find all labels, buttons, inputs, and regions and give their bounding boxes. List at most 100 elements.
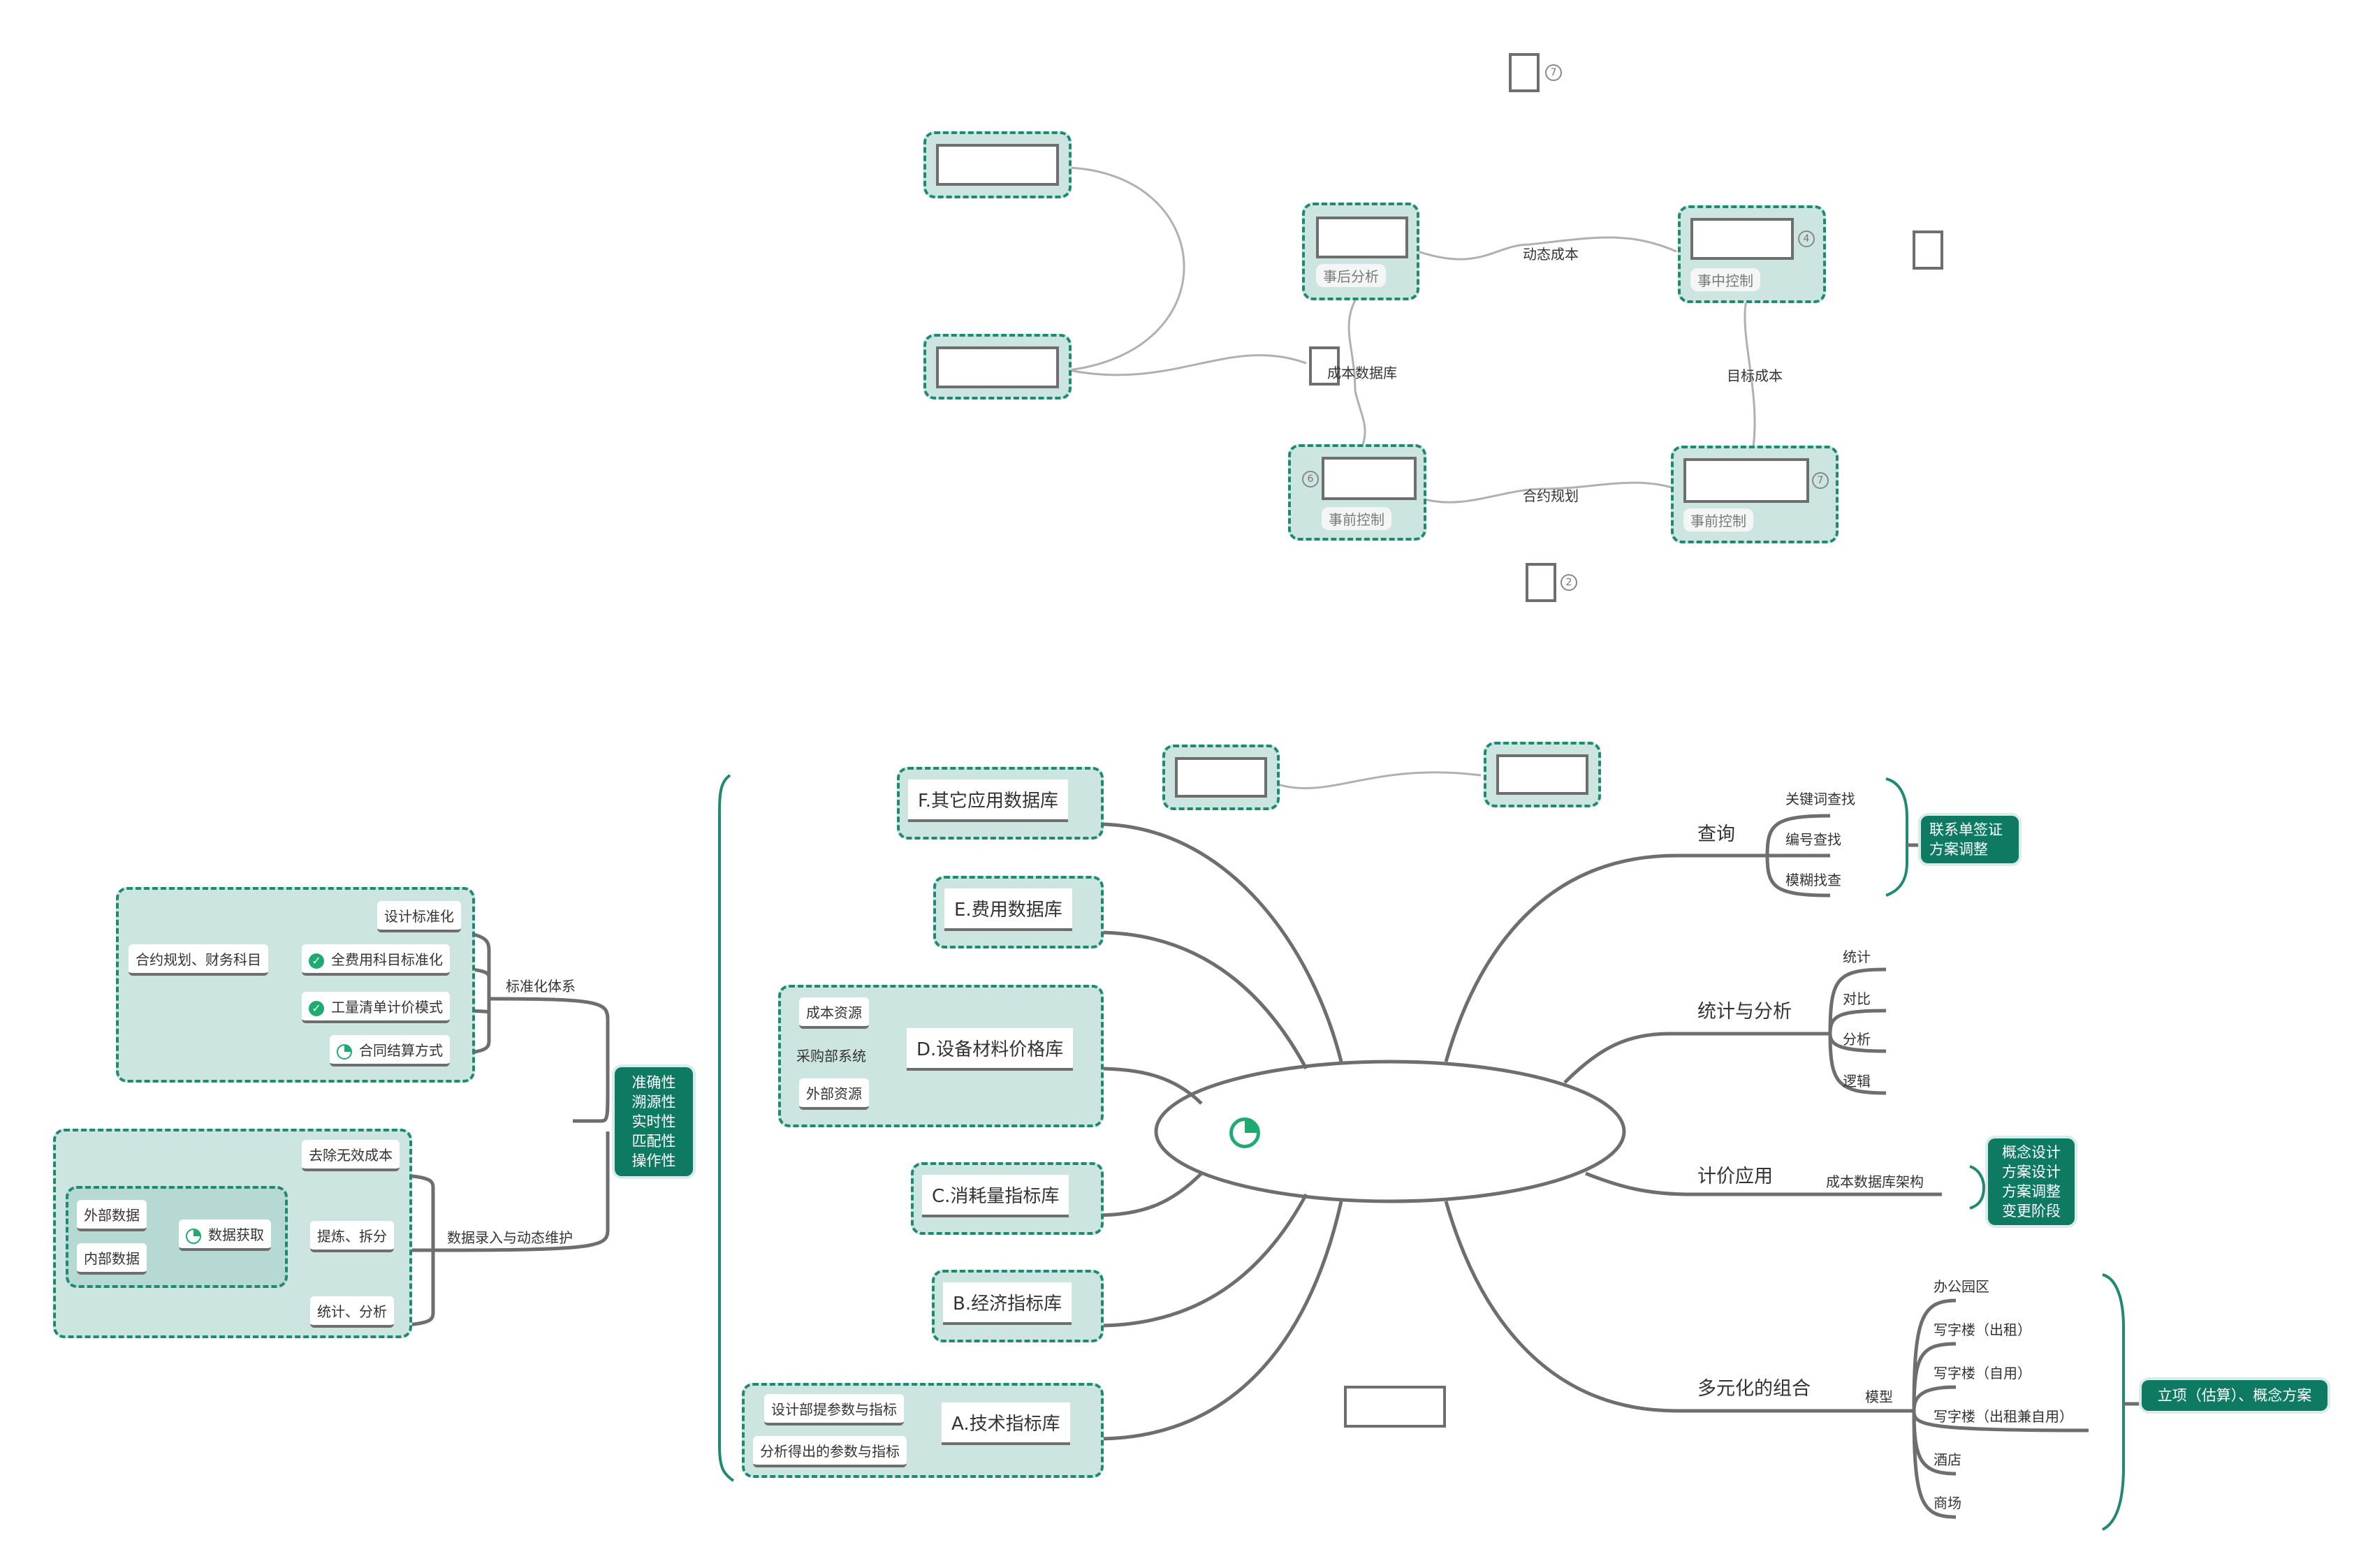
empty-node[interactable] xyxy=(1526,563,1556,602)
empty-node[interactable] xyxy=(1690,218,1794,260)
model-item[interactable]: 写字楼（自用） xyxy=(1934,1365,2031,1382)
std-bill[interactable]: ✓工量清单计价模式 xyxy=(302,992,450,1023)
node-post-analysis[interactable]: 事后分析 xyxy=(1302,203,1419,300)
model-item[interactable]: 写字楼（出租兼自用） xyxy=(1934,1408,2073,1425)
model-item[interactable]: 酒店 xyxy=(1934,1451,1961,1468)
in-control-label: 事中控制 xyxy=(1690,268,1760,291)
category-a[interactable]: A.技术指标库 xyxy=(942,1402,1070,1445)
combo-result-text: 立项（估算）、概念方案 xyxy=(2157,1387,2312,1404)
empty-node[interactable] xyxy=(1309,346,1340,386)
std-system-group: 设计标准化 合约规划、财务科目 ✓ 全费用科目标准化 ✓工量清单计价模式 合同结算… xyxy=(116,887,475,1083)
empty-node[interactable] xyxy=(1175,757,1267,798)
empty-node[interactable] xyxy=(1316,217,1408,258)
empty-node[interactable] xyxy=(936,346,1059,388)
node-pre-control-left[interactable]: 6 事前控制 xyxy=(1288,444,1426,541)
progress-icon xyxy=(186,1228,201,1244)
entry-stats[interactable]: 统计、分析 xyxy=(310,1296,394,1328)
qualities-node[interactable]: 准确性 溯源性 实时性 匹配性 操作性 xyxy=(615,1067,693,1176)
pricing-item[interactable]: 成本数据库架构 xyxy=(1826,1173,1924,1190)
stats-item[interactable]: 对比 xyxy=(1843,990,1871,1007)
combo-result-node[interactable]: 立项（估算）、概念方案 xyxy=(2142,1380,2327,1411)
a-item[interactable]: 分析得出的参数与指标 xyxy=(753,1436,907,1467)
pricing-node[interactable]: 计价应用 xyxy=(1697,1166,1773,1187)
combo-node[interactable]: 多元化的组合 xyxy=(1697,1378,1811,1400)
std-settlement-text: 合同结算方式 xyxy=(359,1042,443,1059)
category-a-group: 设计部提参数与指标 分析得出的参数与指标 A.技术指标库 xyxy=(742,1383,1104,1478)
empty-node[interactable] xyxy=(1496,754,1588,795)
quality-item: 准确性 xyxy=(631,1074,676,1091)
query-result-node[interactable]: 联系单签证 方案调整 xyxy=(1921,816,2019,863)
model-node[interactable]: 模型 xyxy=(1865,1389,1893,1405)
cost-database-center: 成本数据库 xyxy=(1327,365,1397,381)
entry-external[interactable]: 外部数据 xyxy=(77,1200,147,1231)
empty-node[interactable] xyxy=(1322,457,1417,500)
pricing-result-item: 方案设计 xyxy=(2002,1164,2061,1180)
empty-node[interactable] xyxy=(1913,230,1943,270)
quality-item: 溯源性 xyxy=(631,1094,676,1111)
entry-acquire-text: 数据获取 xyxy=(208,1226,264,1243)
group-mid-left xyxy=(923,334,1072,400)
pre-control-right-label: 事前控制 xyxy=(1683,508,1753,532)
pricing-result-item: 变更阶段 xyxy=(2002,1203,2061,1219)
query-item[interactable]: 编号查找 xyxy=(1785,831,1841,848)
std-system-label[interactable]: 标准化体系 xyxy=(506,978,576,995)
entry-acquire[interactable]: 数据获取 xyxy=(179,1219,271,1251)
model-item[interactable]: 办公园区 xyxy=(1934,1278,1989,1295)
marker-badge: 2 xyxy=(1561,574,1577,591)
data-entry-label[interactable]: 数据录入与动态维护 xyxy=(447,1229,573,1246)
category-b-group: B.经济指标库 xyxy=(932,1270,1104,1342)
data-entry-group: 去除无效成本 外部数据 内部数据 数据获取 提炼、拆分 统计、分析 xyxy=(53,1129,412,1338)
pricing-result-node[interactable]: 概念设计 方案设计 方案调整 变更阶段 xyxy=(1988,1138,2075,1225)
empty-node[interactable] xyxy=(1344,1386,1446,1428)
category-f[interactable]: F.其它应用数据库 xyxy=(908,779,1069,822)
query-item[interactable]: 模糊找查 xyxy=(1785,872,1841,888)
quality-item: 实时性 xyxy=(631,1113,676,1130)
d-item[interactable]: 外部资源 xyxy=(799,1078,869,1110)
category-c[interactable]: C.消耗量指标库 xyxy=(922,1175,1069,1217)
empty-node[interactable] xyxy=(1683,458,1809,503)
empty-node[interactable] xyxy=(936,144,1059,186)
query-result-item: 方案调整 xyxy=(1929,841,1988,858)
edge-dynamic-cost: 动态成本 xyxy=(1523,246,1579,263)
a-item[interactable]: 设计部提参数与指标 xyxy=(764,1394,904,1426)
std-contract[interactable]: 合约规划、财务科目 xyxy=(129,944,268,976)
entry-refine[interactable]: 提炼、拆分 xyxy=(310,1221,394,1252)
data-acquire-group: 外部数据 内部数据 数据获取 xyxy=(66,1186,288,1288)
node-in-control[interactable]: 4 事中控制 xyxy=(1678,205,1826,303)
edge-contract-plan: 合约规划 xyxy=(1523,488,1579,504)
category-b[interactable]: B.经济指标库 xyxy=(943,1282,1072,1325)
std-settlement[interactable]: 合同结算方式 xyxy=(330,1035,450,1067)
query-node[interactable]: 查询 xyxy=(1697,823,1735,845)
marker-badge: 6 xyxy=(1302,471,1319,488)
entry-internal[interactable]: 内部数据 xyxy=(77,1243,147,1275)
pre-control-left-label: 事前控制 xyxy=(1322,507,1391,530)
std-full-cost-text: 全费用科目标准化 xyxy=(331,951,443,968)
stats-item[interactable]: 逻辑 xyxy=(1843,1073,1871,1090)
d-item[interactable]: 采购部系统 xyxy=(796,1048,866,1064)
marker-badge: 7 xyxy=(1545,64,1562,81)
stats-item[interactable]: 分析 xyxy=(1843,1031,1871,1048)
progress-icon xyxy=(1229,1118,1260,1148)
entry-remove[interactable]: 去除无效成本 xyxy=(302,1140,400,1171)
edge-target-cost: 目标成本 xyxy=(1727,367,1783,384)
group-empty-b xyxy=(1484,742,1601,807)
empty-node[interactable] xyxy=(1509,53,1540,92)
model-item[interactable]: 写字楼（出租） xyxy=(1934,1321,2031,1338)
marker-badge: 4 xyxy=(1798,230,1815,247)
category-f-group: F.其它应用数据库 xyxy=(897,767,1104,840)
pricing-result-item: 方案调整 xyxy=(2002,1183,2061,1200)
model-item[interactable]: 商场 xyxy=(1934,1495,1961,1511)
group-top-left xyxy=(923,131,1072,198)
query-result-item: 联系单签证 xyxy=(1929,821,2003,838)
d-item[interactable]: 成本资源 xyxy=(799,997,869,1029)
node-pre-control-right[interactable]: 7 事前控制 xyxy=(1671,446,1839,543)
category-e[interactable]: E.费用数据库 xyxy=(944,888,1072,931)
query-item[interactable]: 关键词查找 xyxy=(1785,791,1855,807)
stats-node[interactable]: 统计与分析 xyxy=(1697,1001,1792,1023)
category-d[interactable]: D.设备材料价格库 xyxy=(907,1028,1074,1071)
std-design[interactable]: 设计标准化 xyxy=(377,901,461,932)
std-full-cost[interactable]: ✓ 全费用科目标准化 xyxy=(302,944,450,976)
stats-item[interactable]: 统计 xyxy=(1843,948,1871,965)
check-icon: ✓ xyxy=(309,953,324,969)
